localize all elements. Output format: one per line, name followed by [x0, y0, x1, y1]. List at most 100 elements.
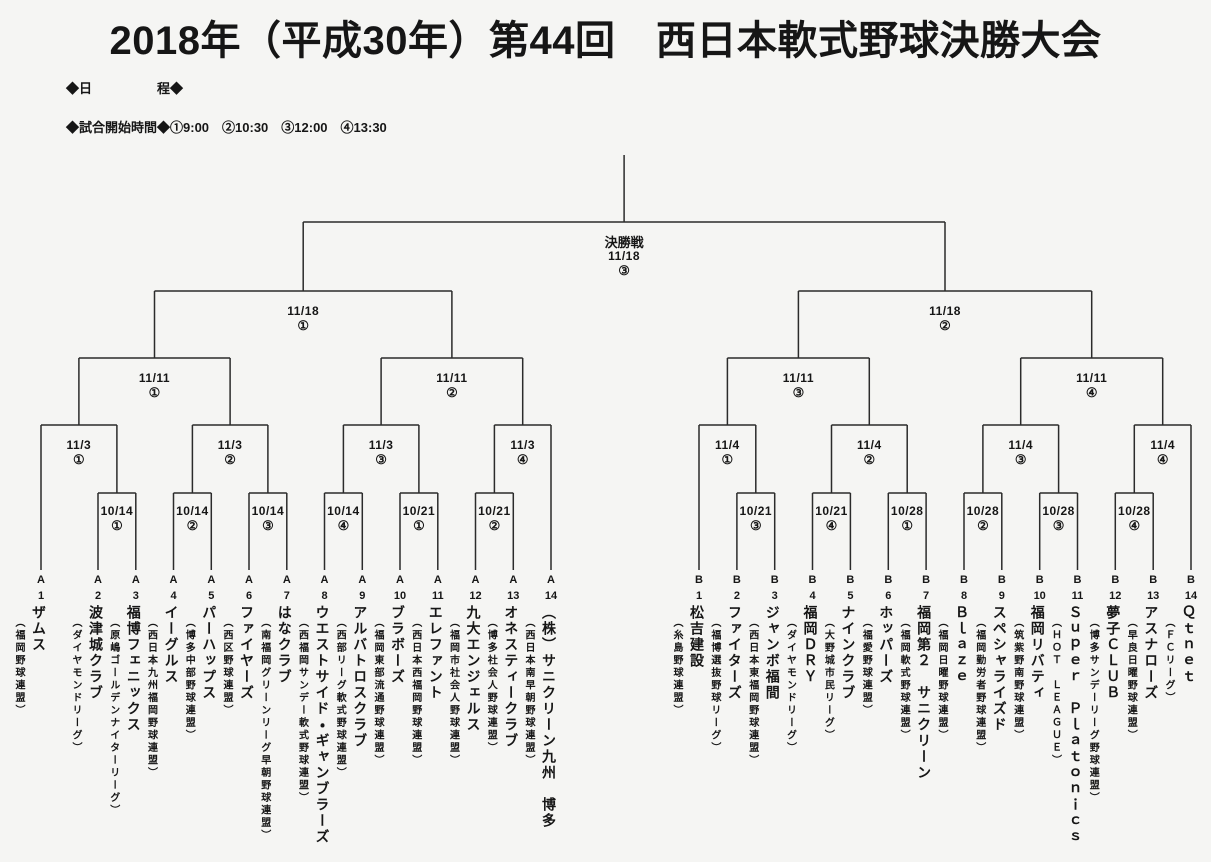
match-date: 11/3	[368, 438, 394, 452]
team-name: （株）サニクリーン九州 博多	[541, 605, 557, 829]
team-vertical-text: ウエストサイド・ギャンブラーズ（西福岡サンデー軟式野球連盟）	[295, 605, 333, 845]
team-seed-number: 4	[809, 590, 816, 602]
match-game-number: ④	[1156, 452, 1169, 467]
team-seed-number: 12	[1109, 590, 1122, 602]
team-name: 福岡リバティ	[1029, 605, 1046, 701]
team-league: （大野城市民リーグ）	[822, 617, 834, 742]
team-name: スペシャライズド	[991, 605, 1008, 733]
team-vertical-text: ファイヤーズ（西区野球連盟）	[219, 605, 257, 717]
team-league: （ダイヤモンドリーグ）	[784, 617, 796, 755]
match-date: 10/28	[1042, 504, 1075, 518]
start-times: ◆試合開始時間◆①9:00 ②10:30 ③12:00 ④13:30	[66, 117, 387, 136]
team-vertical-text: アルバトロスクラブ（西部リーグ軟式野球連盟）	[332, 605, 370, 780]
match-title: 決勝戦	[604, 235, 644, 250]
team-name: Ｂｌａｚｅ	[954, 605, 970, 685]
start-times-values: ①9:00 ②10:30 ③12:00 ④13:30	[170, 120, 387, 135]
match-date: 11/3	[66, 438, 92, 452]
team-seed-letter: B	[960, 574, 968, 586]
team-seed-number: 1	[37, 590, 45, 602]
team-vertical-text: ブラボーズ（福岡東部流通野球連盟）	[370, 605, 408, 767]
team-league: （西日本東福岡野球連盟）	[746, 617, 758, 767]
match-date: 10/14	[100, 504, 134, 518]
team-vertical-text: イーグルス（西日本九州福岡野球連盟）	[144, 605, 182, 780]
team-seed: B 14	[1175, 572, 1207, 604]
team-seed-letter: A	[207, 574, 216, 586]
team-seed-number: 8	[960, 590, 968, 602]
team-league: （ＨＯＴ ＬＥＡＧＵＥ）	[1049, 617, 1061, 767]
match-game-number: ④	[516, 452, 529, 467]
team-seed-letter: A	[320, 574, 329, 586]
match-game-number: ①	[413, 518, 425, 533]
team-seed-letter: A	[282, 574, 291, 586]
team-seed-number: 10	[393, 590, 407, 602]
match-game-number: ③	[1052, 518, 1065, 533]
match-date: 10/28	[966, 504, 1000, 518]
team-seed-number: 14	[544, 590, 558, 602]
team-seed-number: 8	[321, 590, 328, 602]
team-seed-number: 6	[245, 590, 253, 602]
team-name: オネスティークラブ	[503, 605, 520, 749]
match-game-number: ④	[1128, 518, 1141, 533]
team-seed-letter: B	[808, 574, 817, 586]
team-league: （西日本九州福岡野球連盟）	[145, 617, 157, 780]
team-vertical-text: ファイターズ（福博選抜野球リーグ）	[707, 605, 745, 755]
match-date: 11/4	[1150, 438, 1176, 452]
team-name: はなクラブ	[276, 605, 293, 685]
team-seed-letter: B	[770, 574, 779, 586]
team-name: ナインクラブ	[840, 605, 857, 701]
team-vertical-text: 波津城クラブ（ダイヤモンドリーグ）	[68, 605, 106, 755]
team-seed-letter: A	[547, 574, 555, 586]
match-date: 11/18	[929, 304, 961, 318]
match-date: 11/4	[715, 438, 740, 452]
team-seed-number: 1	[695, 590, 703, 602]
team-seed-letter: B	[1187, 574, 1195, 586]
team-vertical-text: エレファント（西日本西福岡野球連盟）	[408, 605, 446, 767]
team-seed-letter: B	[1149, 574, 1158, 586]
team-league: （博多中部野球連盟）	[183, 617, 195, 742]
team-seed-number: 3	[132, 590, 139, 602]
team-league: （西区野球連盟）	[221, 617, 232, 717]
team-name: アスナローズ	[1143, 605, 1160, 701]
team-name: ジャンボ福間	[764, 605, 781, 701]
match-date: 11/11	[1076, 371, 1108, 385]
team-seed-number: 14	[1184, 590, 1198, 602]
team-name: パーハップス	[201, 605, 218, 701]
team-name: 夢子ＣＬＵＢ	[1105, 605, 1122, 701]
team-league: （ダイヤモンドリーグ）	[70, 617, 81, 755]
team-league: （福岡東部流通野球連盟）	[372, 617, 383, 767]
match-date: 11/4	[856, 438, 882, 452]
team-name: ホッパーズ	[878, 605, 895, 685]
match-date: 10/14	[327, 504, 360, 518]
